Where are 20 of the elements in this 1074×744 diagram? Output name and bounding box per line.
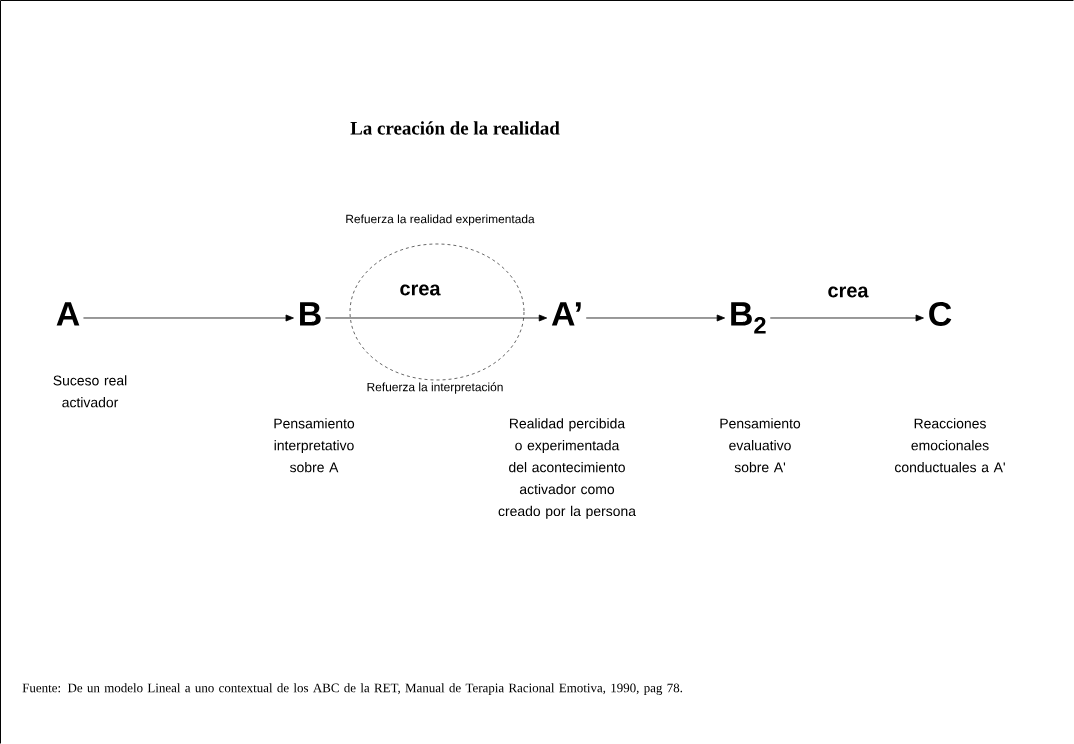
arrow: [585, 314, 726, 322]
node-letter: A’: [551, 302, 581, 326]
source-note: Fuente: De un modelo Lineal a uno contextual de los ABC de la RET, Manual de Terapia Racional Emotiva, 1990, pag 78.: [22, 683, 683, 695]
title: La creación de la realidad: [350, 121, 560, 135]
node-letter: B$_{2}$: [731, 302, 766, 334]
note-text: Refuerza la interpretación: [367, 382, 503, 394]
arrow: [83, 314, 294, 322]
node-letter: A: [56, 302, 80, 326]
description-text: Pensamiento interpretativo sobre A: [274, 418, 355, 473]
edge-label: crea: [826, 285, 870, 299]
note-text: Refuerza la realidad experimentada: [346, 214, 535, 226]
description-text: Realidad percibida o experimentada del acontecimiento activador como creado por la persona: [498, 418, 636, 519]
description-text: Reacciones emocionales conductuales a A': [895, 418, 1005, 473]
description-text: Suceso real activador: [53, 375, 127, 408]
node-letter: C: [929, 301, 952, 326]
node-letter: B: [300, 302, 321, 326]
arrow: [325, 314, 548, 322]
description-text: Pensamiento evaluativo sobre A': [720, 418, 801, 473]
edge-label: crea: [398, 283, 442, 297]
arrow: [769, 314, 924, 322]
